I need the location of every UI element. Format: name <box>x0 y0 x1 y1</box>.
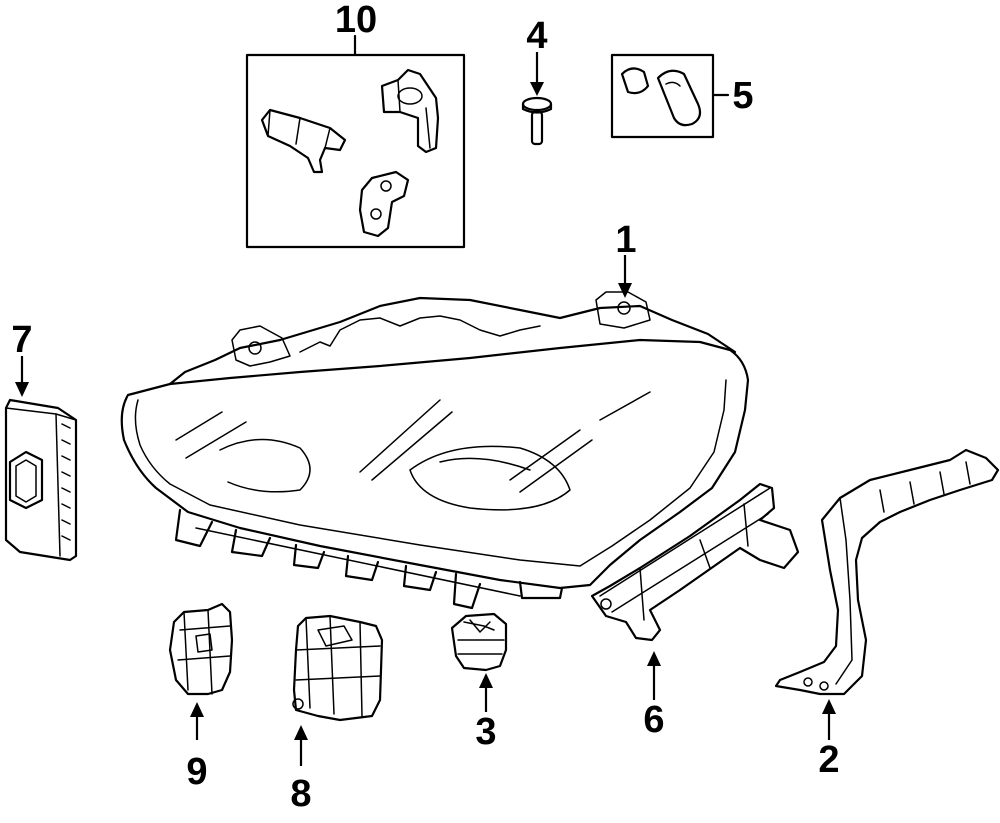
part-10-bracket-kit <box>245 34 466 249</box>
part-7-control-module <box>4 356 78 562</box>
part-5-bulb-socket <box>610 53 730 139</box>
callout-10: 10 <box>335 0 377 41</box>
callout-5: 5 <box>732 75 753 117</box>
part-4-bolt <box>521 52 553 146</box>
part-1-headlamp-assembly <box>120 255 750 610</box>
callout-8: 8 <box>290 773 311 815</box>
callout-4: 4 <box>526 15 547 57</box>
callout-2: 2 <box>818 739 839 781</box>
part-2-bracket-arm <box>774 448 1000 740</box>
part-6-mounting-bracket <box>590 482 800 700</box>
callout-1: 1 <box>615 219 636 261</box>
part-3-socket <box>450 612 508 712</box>
callout-3: 3 <box>475 711 496 753</box>
part-8-ballast-module <box>292 614 384 766</box>
callout-7: 7 <box>11 319 32 361</box>
part-9-module <box>168 602 234 740</box>
part-5-frame <box>610 53 715 139</box>
callout-9: 9 <box>186 751 207 793</box>
callout-6: 6 <box>643 699 664 741</box>
